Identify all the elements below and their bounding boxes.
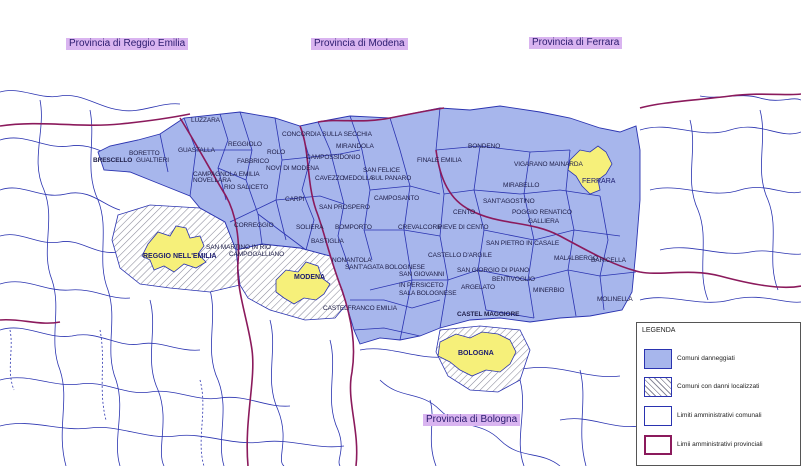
comune-label: CENTO	[453, 209, 476, 216]
city-modena-shape	[275, 261, 331, 305]
capital-cities	[141, 145, 613, 377]
province-label-modena: Provincia di Modena	[311, 38, 408, 50]
province-border-modena-bologna	[299, 125, 358, 466]
city-label-bologna: BOLOGNA	[458, 350, 494, 357]
comune-label: SAN PROSPERO	[319, 204, 370, 211]
comune-label: CAMPAGNOLA EMILIA	[193, 171, 260, 178]
comune-label: GALLIERA	[528, 218, 559, 225]
province-label-ferrara: Provincia di Ferrara	[529, 37, 623, 49]
comune-label: NOVI DI MODENA	[266, 165, 320, 172]
comuni-boundaries-damaged	[159, 107, 637, 341]
comune-label: GUASTALLA	[178, 147, 215, 154]
comune-label: GUALTIERI	[136, 157, 169, 164]
province-border-north	[0, 113, 191, 127]
province-label-bologna: Provincia di Bologna	[423, 414, 521, 426]
comune-label: MALALBERGO	[554, 255, 598, 262]
comune-label: MEDOLLA	[343, 175, 374, 182]
comune-label: IN PERSICETO	[399, 282, 444, 289]
comune-label: PIEVE DI CENTO	[438, 224, 489, 231]
comune-label: SAN GIORGIO DI PIANO	[457, 267, 530, 274]
comune-label: ROLO	[267, 149, 286, 156]
comune-label: BRESCELLO	[93, 157, 133, 164]
legend-swatch-localized	[644, 377, 672, 397]
comune-label: MIRABELLO	[503, 182, 540, 189]
legend-swatch-comunali	[644, 406, 672, 426]
city-ferrara-shape	[567, 145, 613, 195]
legend-label-comunali: Limiti amministrativi comunali	[677, 412, 762, 419]
comune-label: SAN MARTINO IN RIO	[206, 244, 271, 251]
comune-label: MINERBIO	[533, 287, 565, 294]
comune-label: BENTIVOGLIO	[492, 276, 535, 283]
legend-title: LEGENDA	[642, 327, 676, 334]
province-border-southwest	[0, 318, 61, 324]
comune-label: MOLINELLA	[597, 296, 633, 303]
damaged-comuni-area	[97, 105, 641, 345]
province-label-reggio-emilia: Provincia di Reggio Emilia	[66, 38, 189, 50]
comune-label: BASTIGLIA	[311, 238, 344, 245]
comune-label: BARICELLA	[591, 257, 626, 264]
comune-label: VIGARANO MAINARDA	[514, 161, 583, 168]
comune-label: SAN PIETRO IN CASALE	[486, 240, 560, 247]
comune-label: REGGIOLO	[228, 141, 262, 148]
comune-label: CAVEZZO	[315, 175, 345, 182]
province-border-modena-ferrara	[317, 107, 445, 123]
comune-label: LUZZARA	[191, 117, 220, 124]
comune-label: FINALE EMILIA	[417, 157, 462, 164]
comune-label: BORETTO	[129, 150, 160, 157]
comune-label: SOLIERA	[296, 224, 324, 231]
province-border-ferrara-bologna	[435, 149, 801, 289]
city-label-ferrara: FERRARA	[582, 178, 616, 185]
comune-label: SANT'AGATA BOLOGNESE	[345, 264, 425, 271]
comune-label: CAMPOGALLIANO	[229, 251, 285, 258]
legend-label-provinciali: Limii amministrativi provinciali	[677, 441, 763, 448]
comune-label: CREVALCORE	[398, 224, 442, 231]
city-bologna-shape	[437, 331, 517, 377]
comune-label: SUL PANARO	[371, 175, 412, 182]
city-label-reggio: REGGIO NELL'EMILIA	[143, 253, 217, 260]
province-border-reggio-modena	[179, 117, 254, 466]
comune-label: SALA BOLOGNESE	[399, 290, 457, 297]
comune-label: NONANTOLA	[332, 257, 372, 264]
legend-panel: LEGENDA Comuni danneggiati Comuni con da…	[636, 322, 801, 466]
city-reggio-shape	[141, 225, 207, 273]
comune-label: SAN GIOVANNI	[399, 271, 445, 278]
comune-label: MIRANDOLA	[336, 143, 374, 150]
comune-label: BOMPORTO	[335, 224, 372, 231]
comune-label: CAMPOSANTO	[374, 195, 420, 202]
comuni-boundaries-background	[0, 90, 801, 466]
comune-label: CASTELLO D'ARGILE	[428, 252, 492, 259]
legend-swatch-damaged	[644, 349, 672, 369]
legend-label-damaged: Comuni danneggiati	[677, 355, 735, 362]
comune-label: ARGELATO	[461, 284, 495, 291]
comune-label: CONCORDIA SULLA SECCHIA	[282, 131, 372, 138]
comune-label: SAN FELICE	[363, 167, 400, 174]
province-boundaries	[0, 93, 801, 466]
comune-label: POGGIO RENATICO	[512, 209, 572, 216]
comune-label: CAMPOSSIDONIO	[306, 154, 361, 161]
comune-label: CASTELFRANCO EMILIA	[323, 305, 397, 312]
province-border-east	[639, 93, 801, 109]
damaged-west-lobe	[97, 105, 641, 345]
comune-label: CARPI	[285, 196, 305, 203]
comune-label: BONDENO	[468, 143, 501, 150]
legend-swatch-provinciali	[644, 435, 672, 455]
comune-label: NOVELLARA	[193, 177, 232, 184]
comune-label: CASTEL MAGGIORE	[457, 311, 520, 318]
comune-label: SANT'AGOSTINO	[483, 198, 535, 205]
comune-label: FABBRICO	[237, 158, 270, 165]
comune-label: RIO SALICETO	[224, 184, 269, 191]
city-label-modena: MODENA	[294, 274, 326, 281]
comune-label: CORREGGIO	[234, 222, 274, 229]
legend-label-localized: Comuni con danni localizzati	[677, 383, 760, 390]
